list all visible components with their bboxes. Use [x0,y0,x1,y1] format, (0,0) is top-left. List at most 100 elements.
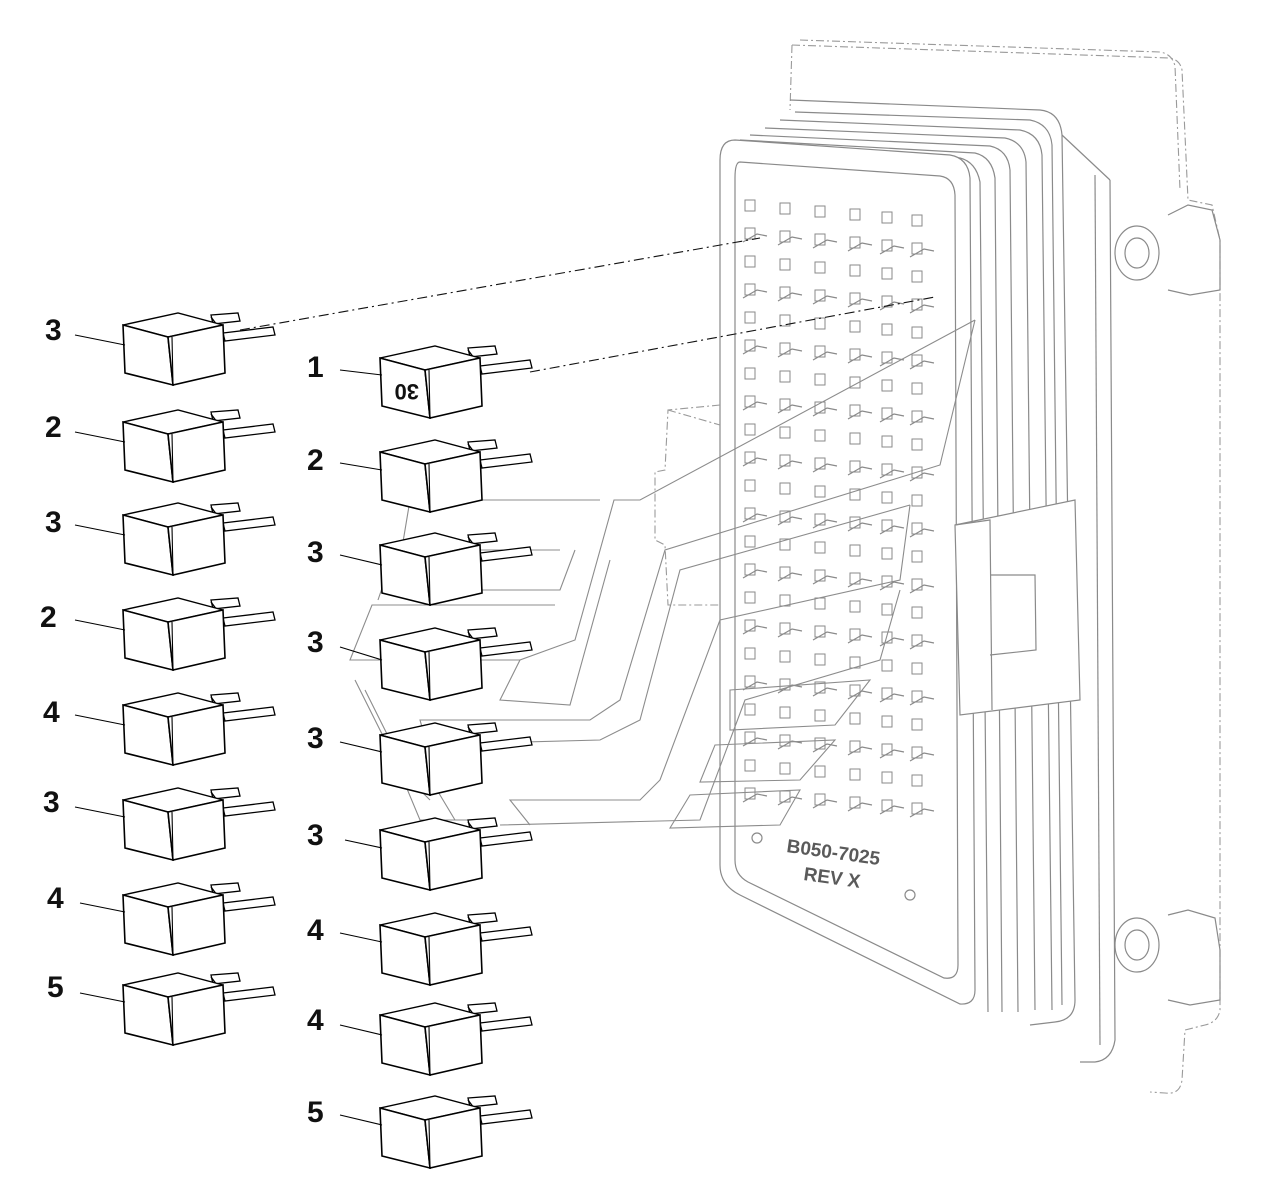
callout-left-2: 2 [45,411,62,444]
fuse-socket [779,370,791,383]
blade-fuse-left-5 [122,692,276,767]
fuse-socket [814,205,826,218]
fuse-socket [814,709,826,722]
fuse-socket [847,404,873,420]
fuse-box: B050-7025 REV X [654,39,1221,1094]
fuse-socket [879,799,905,815]
fuse-socket [881,267,893,280]
fuse-socket [881,491,893,504]
callout-right-3: 3 [307,536,324,569]
fuse-socket [849,376,861,389]
fuse-socket [744,591,756,604]
fuse-1-marking: 30 [395,379,419,404]
callout-right-2: 2 [307,444,324,477]
fuse-socket [849,544,861,557]
fuse-socket [814,541,826,554]
fuse-socket [909,354,935,370]
fuses [122,312,533,1170]
fuse-socket [847,292,873,308]
fuse-socket [881,379,893,392]
blade-fuse-left-3 [122,502,276,577]
fuse-socket [814,373,826,386]
fuse-socket [814,429,826,442]
blade-fuse-right-1 [379,345,533,420]
fuse-socket [812,457,838,473]
fuse-socket [849,488,861,501]
fuse-socket [909,578,935,594]
fuse-socket [879,407,905,423]
fuse-socket [777,622,803,638]
fuse-socket [881,435,893,448]
fuse-socket [744,703,756,716]
fuse-socket [779,538,791,551]
fuse-socket [812,793,838,809]
callout-leaders [74,334,383,1126]
fuse-socket [744,479,756,492]
blade-fuse-left-7 [122,882,276,957]
fuse-socket [742,675,768,691]
fuse-socket [744,311,756,324]
fuse-socket [909,242,935,258]
blade-fuse-left-2 [122,409,276,484]
fuse-socket [777,678,803,694]
fuse-socket [909,634,935,650]
fuse-socket [777,230,803,246]
callout-left-4: 2 [40,601,57,634]
fuse-socket [909,802,935,818]
fuse-socket [812,401,838,417]
fuse-socket [744,647,756,660]
fuse-socket [814,653,826,666]
fuse-socket [849,432,861,445]
fuse-socket [911,718,923,731]
fuse-socket [777,286,803,302]
fuse-socket [744,535,756,548]
fuse-socket [812,569,838,585]
mounting-ear-bottom [1114,909,1221,1006]
fuse-socket [909,410,935,426]
fuse-socket [812,345,838,361]
blade-fuse-left-1 [122,312,276,387]
fuse-socket [814,317,826,330]
fuse-socket [847,628,873,644]
fuse-socket [911,774,923,787]
fuse-socket [879,239,905,255]
blade-fuse-right-6 [379,817,533,892]
fuse-socket [779,426,791,439]
screw-hole [904,889,916,901]
fuse-socket [742,395,768,411]
fuse-socket [911,494,923,507]
callout-right-9: 5 [307,1096,324,1129]
fuse-socket [849,656,861,669]
fuse-socket [879,519,905,535]
fuse-socket [879,687,905,703]
fuse-socket [779,706,791,719]
fuse-socket [881,323,893,336]
fuse-socket [911,438,923,451]
fuse-socket [911,606,923,619]
fuse-socket [779,258,791,271]
fuse-socket [847,460,873,476]
fuse-socket [742,507,768,523]
fuse-socket [742,451,768,467]
fuse-socket [881,211,893,224]
fuse-socket [881,603,893,616]
callout-left-7: 4 [47,882,64,915]
fuse-socket [742,563,768,579]
fuse-socket [812,625,838,641]
fuse-socket [777,510,803,526]
callout-left-6: 3 [43,786,60,819]
fuse-socket [812,513,838,529]
fuse-socket [814,261,826,274]
callout-left-5: 4 [43,696,60,729]
callout-right-8: 4 [307,1004,324,1037]
fuse-socket [742,227,768,243]
fuse-socket [849,320,861,333]
fuse-socket [909,746,935,762]
callout-left-8: 5 [47,971,64,1004]
fuse-socket [777,398,803,414]
fuse-socket [744,199,756,212]
fuse-socket [812,681,838,697]
blade-fuse-left-4 [122,597,276,672]
fuse-socket [849,712,861,725]
